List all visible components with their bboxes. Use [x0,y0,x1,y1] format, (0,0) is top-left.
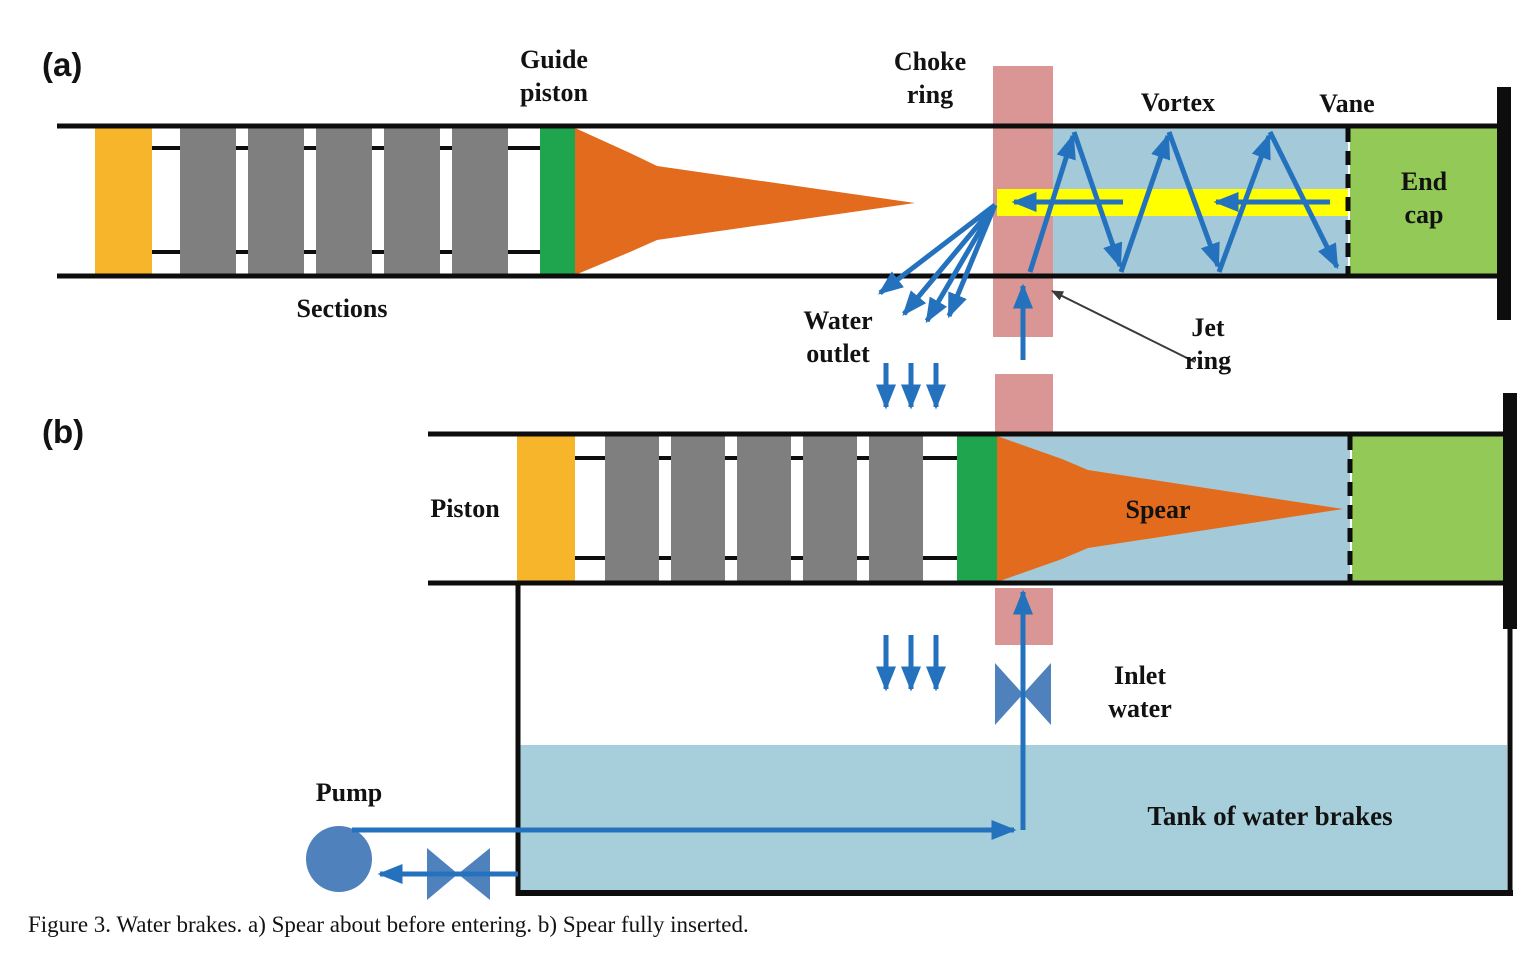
inlet-valve-icon [995,663,1051,725]
tank-label: Tank of water brakes [1147,801,1393,831]
end-wall-b [1503,393,1517,629]
end-cap-b [1352,436,1503,582]
pump-icon [306,826,372,892]
spear-b [997,436,1343,582]
guide-piston-a [540,128,575,276]
end-cap-a [1350,128,1497,275]
pump-label: Pump [315,778,383,807]
sections-a [180,128,508,276]
piston-label: Piston [430,494,500,523]
jet-ring-pointer-arrow [1051,290,1196,363]
piston-b [517,436,575,582]
tank-water [520,745,1507,891]
vortex-label: Vortex [1140,88,1216,117]
end-wall-a [1497,87,1511,320]
choke-ring-label: Choke ring [893,47,967,109]
figure-caption: Figure 3. Water brakes. a) Spear about b… [28,912,749,937]
choke-ring-b-upper [995,374,1053,434]
spear-label: Spear [1125,495,1191,524]
flow-arrows [352,130,1340,884]
guide-piston-label: Guide piston [520,45,588,107]
end-cap-label: End cap [1400,167,1448,229]
water-outlet-label: Water outlet [803,306,873,368]
panel-a-label: (a) [42,46,83,83]
guide-piston-b [957,436,997,582]
sections-b [605,436,923,582]
sections-label: Sections [296,294,388,323]
jet-ring-label: Jet ring [1184,313,1232,375]
panel-b-label: (b) [42,413,85,450]
piston-a [95,128,152,276]
spear-a [575,128,915,275]
vane-label: Vane [1319,89,1375,118]
inlet-water-label: Inlet water [1108,661,1172,723]
